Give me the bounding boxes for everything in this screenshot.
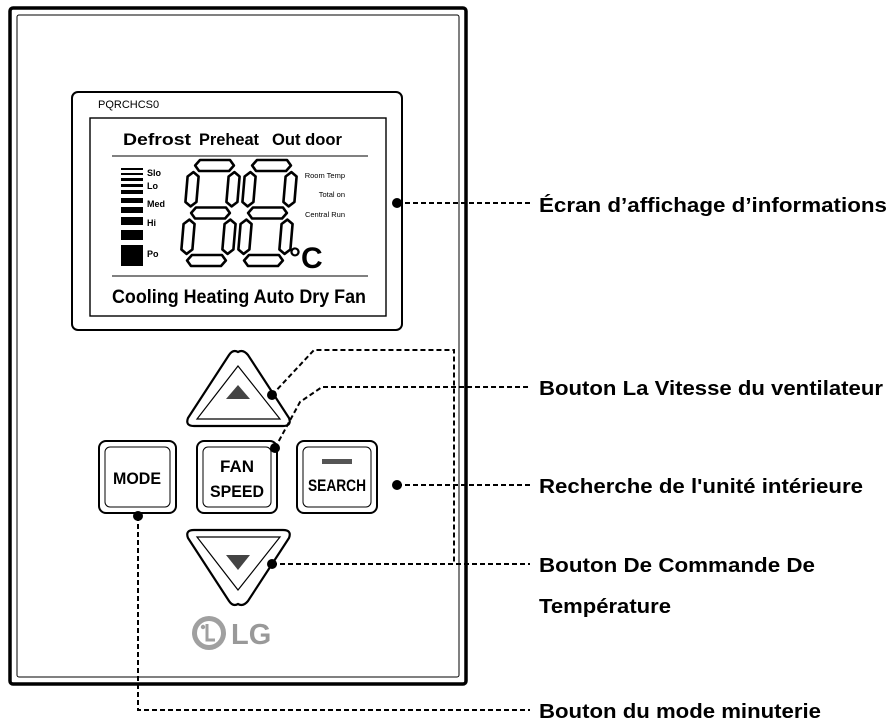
triangle-down-icon: [226, 555, 250, 570]
search-button-label: SEARCH: [308, 476, 366, 495]
speed-bar: [121, 230, 143, 240]
speed-bar: [121, 184, 143, 187]
seven-segment-digits: [180, 158, 298, 268]
lg-logo-text: LG: [231, 619, 271, 651]
digit-segment: [282, 170, 298, 208]
speed-bars: [121, 168, 143, 266]
speed-bar: [121, 173, 143, 175]
callout-dot: [392, 198, 402, 208]
status-central-run: Central Run: [305, 210, 345, 219]
temp-down-button[interactable]: [186, 528, 291, 607]
digit-segment: [180, 218, 196, 256]
speed-bar: [121, 198, 143, 203]
callout-lines: [137, 202, 530, 711]
callout-line-up: [271, 349, 455, 564]
speed-bar: [121, 190, 143, 194]
callout-dot: [392, 480, 402, 490]
unit-celsius: °C: [289, 242, 323, 275]
digit-segment: [242, 253, 285, 268]
label-temp-line1: Bouton De Commande De: [539, 555, 815, 577]
speed-label-hi: Hi: [147, 218, 156, 228]
label-timer: Bouton du mode minuterie: [539, 701, 821, 723]
label-display: Écran d’affichage d’informations: [539, 194, 887, 217]
digit-segment: [278, 218, 294, 256]
digit-segment: [237, 218, 253, 256]
callout-dots: [133, 198, 402, 569]
speed-bar: [121, 178, 143, 181]
status-total-on: Total on: [319, 190, 345, 199]
digit-segment: [241, 170, 257, 208]
speed-label-lo: Lo: [147, 181, 158, 191]
callout-dot: [270, 443, 280, 453]
digit-segment: [185, 253, 228, 268]
fan-speed-label-2: SPEED: [210, 482, 264, 501]
preheat-label: Preheat: [199, 130, 259, 149]
speed-label-med: Med: [147, 199, 165, 209]
defrost-label: Defrost: [123, 130, 191, 149]
digit-segment: [193, 158, 236, 173]
fan-speed-label-1: FAN: [220, 457, 254, 476]
digit-segment: [221, 218, 237, 256]
label-search: Recherche de l'unité intérieure: [539, 476, 863, 498]
speed-bar: [121, 245, 143, 266]
label-temp-line2: Température: [539, 596, 671, 618]
speed-bar: [121, 217, 143, 225]
callout-line-timer: [137, 516, 530, 711]
operation-modes: Cooling Heating Auto Dry Fan: [112, 287, 366, 308]
controller-inner-border: [16, 14, 460, 678]
speed-bar: [121, 168, 143, 170]
lg-logo: LG: [192, 616, 271, 651]
mode-button-label: MODE: [113, 469, 161, 488]
callout-dot: [267, 390, 277, 400]
status-room-temp: Room Temp: [305, 171, 345, 180]
outdoor-label: Out door: [272, 130, 342, 149]
temp-up-button[interactable]: [186, 349, 291, 428]
digit-segment: [250, 158, 293, 173]
search-indicator-bar: [322, 459, 352, 464]
speed-label-slo: Slo: [147, 168, 162, 178]
lcd-display: PQRCHCS0 Defrost Preheat Out door Slo Lo…: [71, 91, 403, 331]
speed-bar: [121, 207, 143, 213]
mode-button[interactable]: MODE: [98, 440, 177, 514]
digit-segment: [184, 170, 200, 208]
model-label: PQRCHCS0: [98, 99, 159, 111]
digit-segment: [246, 206, 289, 220]
callout-labels: Écran d’affichage d’informations Bouton …: [539, 194, 887, 723]
speed-label-po: Po: [147, 249, 159, 259]
label-fan-speed: Bouton La Vitesse du ventilateur: [539, 378, 883, 400]
fan-speed-button[interactable]: FAN SPEED: [196, 440, 278, 514]
digit-segment: [225, 170, 241, 208]
digit-segment: [189, 206, 232, 220]
callout-dot: [133, 511, 143, 521]
callout-dot: [267, 559, 277, 569]
triangle-up-icon: [226, 385, 250, 399]
callout-line-fan-speed: [274, 386, 530, 449]
search-button[interactable]: SEARCH: [296, 440, 378, 514]
